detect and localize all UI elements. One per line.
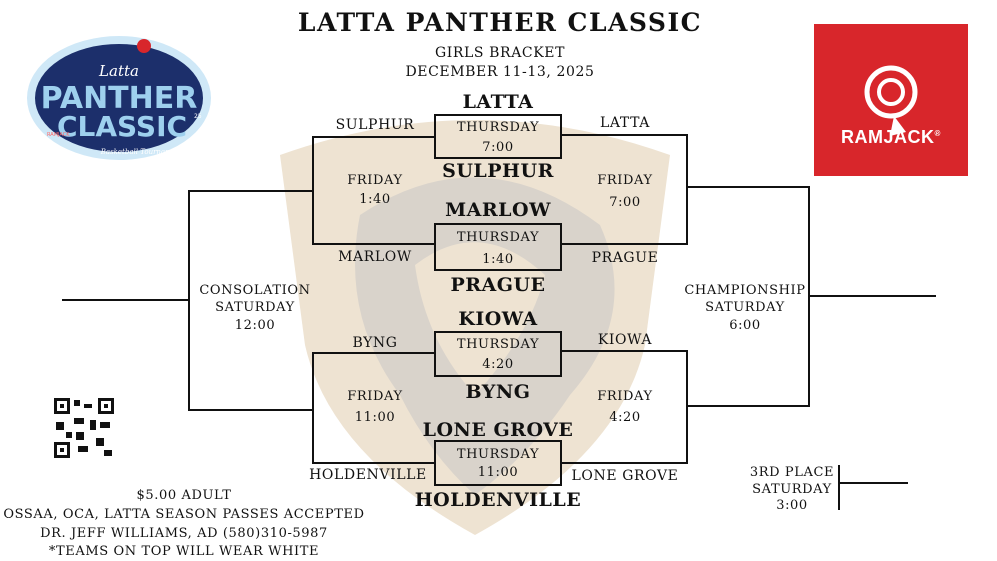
page-title: LATTA PANTHER CLASSIC [297, 8, 703, 37]
left-lower-bottom [312, 462, 436, 464]
championship-time: 6:00 [729, 318, 761, 333]
right-lower-bracket-vertical [686, 350, 688, 464]
ramjack-sponsor-logo: RAMJACK® [814, 24, 968, 176]
game-box-1 [434, 114, 562, 159]
consolation-time: 12:00 [234, 318, 276, 333]
logo-sponsor-mark: RAMJACK [47, 132, 70, 138]
game1-top-team: LATTA [462, 91, 534, 113]
left-lower-day: FRIDAY [347, 389, 403, 404]
sponsor-mark: ® [934, 129, 941, 138]
right-upper-day: FRIDAY [597, 173, 653, 188]
right-upper-bottom [560, 243, 688, 245]
third-place-time: 3:00 [776, 498, 808, 513]
championship-line [808, 295, 936, 297]
logo-year-mark: 25 [194, 113, 202, 120]
game3-bottom-team: BYNG [465, 381, 531, 403]
consolation-day: SATURDAY [215, 300, 295, 315]
left-upper-top [312, 136, 436, 138]
right-bottom-connector [686, 405, 810, 407]
right-upper-bracket-vertical [686, 134, 688, 245]
santa-hat-icon [137, 39, 151, 53]
right-lower-bottom-team: LONE GROVE [571, 468, 679, 484]
right-top-connector [686, 186, 810, 188]
left-lower-team: BYNG [352, 335, 398, 351]
right-upper-time: 7:00 [609, 195, 641, 210]
game4-bottom-team: HOLDENVILLE [414, 489, 582, 511]
footer-contact: DR. JEFF WILLIAMS, AD (580)310-5987 [40, 526, 328, 541]
championship-label: CHAMPIONSHIP [684, 283, 806, 298]
panther-classic-logo: Latta PANTHER CLASSIC Basketball Tournam… [27, 36, 211, 160]
consolation-line [62, 299, 190, 301]
panther-shield-watermark [280, 120, 670, 535]
right-upper-team: LATTA [600, 115, 650, 131]
left-outer-vertical [188, 190, 190, 411]
logo-line4: Basketball Tournament [100, 148, 184, 156]
footer-price: $5.00 ADULT [136, 488, 232, 503]
left-upper-day: FRIDAY [347, 173, 403, 188]
left-lower-bottom-team: HOLDENVILLE [309, 467, 427, 483]
game2-top-team: MARLOW [445, 199, 551, 221]
consolation-label: CONSOLATION [199, 283, 311, 298]
sponsor-name: RAMJACK [841, 127, 935, 147]
third-place-line [838, 482, 908, 484]
game4-time: 11:00 [477, 465, 519, 480]
logo-line2: PANTHER [41, 81, 198, 116]
left-upper-bottom [312, 243, 436, 245]
game1-time: 7:00 [482, 140, 514, 155]
logo-line1: Latta [98, 62, 139, 80]
game4-day: THURSDAY [456, 447, 540, 462]
ram-head-icon [864, 65, 918, 136]
tournament-dates: DECEMBER 11-13, 2025 [405, 64, 595, 80]
qr-code-icon [52, 396, 116, 460]
game1-day: THURSDAY [456, 120, 540, 135]
game-box-3 [434, 331, 562, 377]
game3-time: 4:20 [482, 357, 514, 372]
left-lower-top [312, 352, 436, 354]
logo-line3: CLASSIC [57, 110, 187, 143]
game4-top-team: LONE GROVE [422, 419, 574, 441]
game3-day: THURSDAY [456, 337, 540, 352]
right-lower-top [560, 350, 688, 352]
footer-note: *TEAMS ON TOP WILL WEAR WHITE [48, 544, 320, 559]
right-upper-bottom-team: PRAGUE [591, 250, 659, 266]
game-box-4 [434, 440, 562, 486]
third-place-vertical [838, 465, 840, 510]
game2-time: 1:40 [482, 252, 514, 267]
bracket-subtitle: GIRLS BRACKET [434, 45, 566, 61]
left-upper-bottom-team: MARLOW [338, 249, 412, 265]
right-lower-time: 4:20 [609, 410, 641, 425]
game2-bottom-team: PRAGUE [450, 274, 546, 296]
right-lower-day: FRIDAY [597, 389, 653, 404]
right-upper-top [560, 134, 688, 136]
left-upper-time: 1:40 [359, 192, 391, 207]
left-upper-bracket-vertical [312, 136, 314, 245]
game2-day: THURSDAY [456, 230, 540, 245]
left-lower-time: 11:00 [354, 410, 396, 425]
left-lower-bracket-vertical [312, 352, 314, 464]
left-upper-team: SULPHUR [335, 117, 415, 133]
left-top-connector [188, 190, 314, 192]
game-box-2 [434, 223, 562, 271]
third-place-day: SATURDAY [752, 482, 832, 497]
third-place-label: 3RD PLACE [749, 465, 835, 480]
game3-top-team: KIOWA [458, 308, 538, 330]
right-lower-bottom [560, 462, 688, 464]
left-bottom-connector [188, 409, 314, 411]
footer-passes: OSSAA, OCA, LATTA SEASON PASSES ACCEPTED [3, 507, 365, 522]
game1-bottom-team: SULPHUR [442, 160, 554, 182]
championship-day: SATURDAY [705, 300, 785, 315]
right-lower-team: KIOWA [597, 332, 653, 348]
